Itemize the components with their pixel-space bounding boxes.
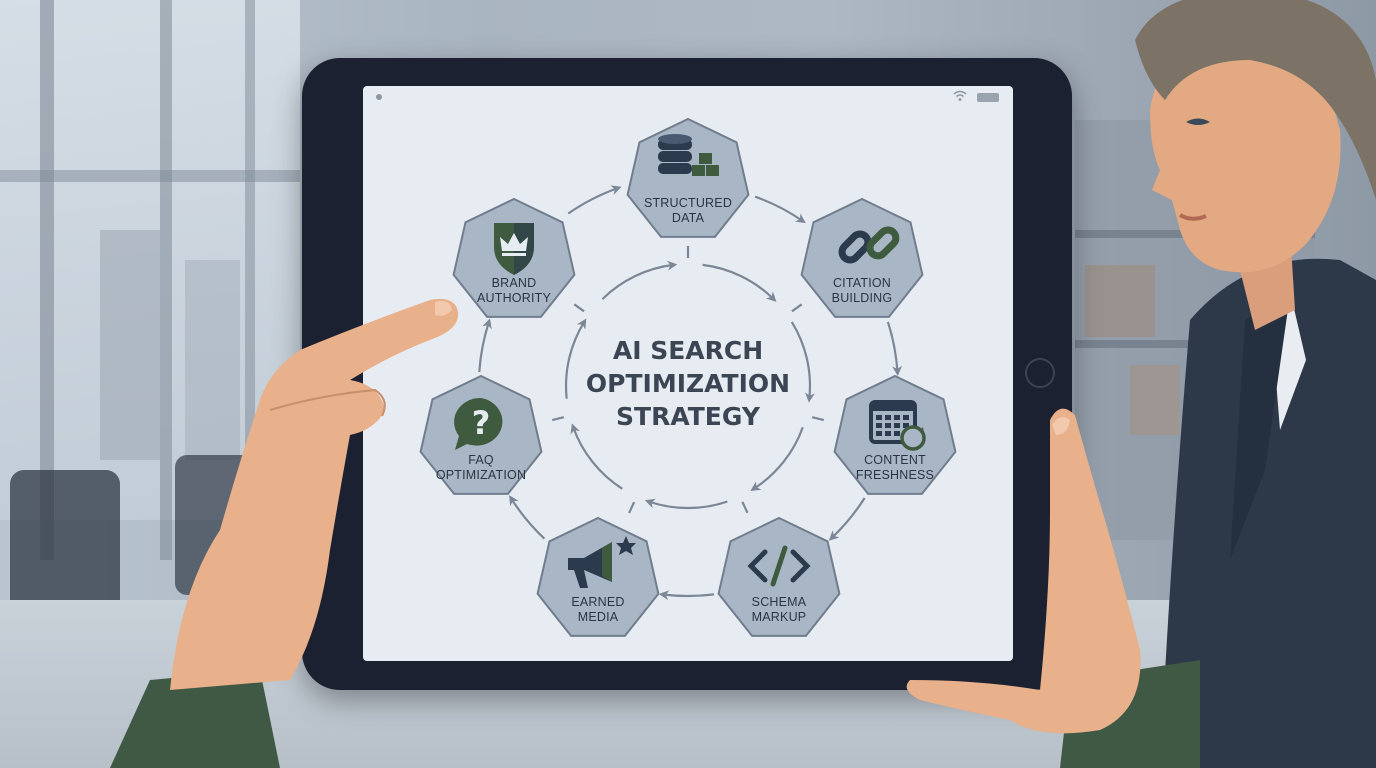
center-title-line-1: AI SEARCH <box>613 336 763 365</box>
code-icon <box>747 545 811 587</box>
node-shape <box>626 117 750 238</box>
node-connector <box>573 303 585 313</box>
node-connector <box>551 416 565 422</box>
node-connector <box>741 501 749 514</box>
left-nail <box>435 301 452 316</box>
node-label: CONTENT <box>864 453 926 467</box>
window-mullion <box>160 0 172 560</box>
tablet-home-button[interactable] <box>1025 358 1055 388</box>
node-connector <box>791 303 803 313</box>
window-mullion <box>245 0 255 560</box>
person-hair <box>1135 0 1376 200</box>
person-lips <box>1178 213 1207 221</box>
inner-cycle-arrow <box>790 321 815 403</box>
svg-text:?: ? <box>472 404 491 442</box>
cycle-arrow <box>754 195 806 224</box>
node-label: STRUCTURED <box>644 196 732 210</box>
city-building <box>100 230 160 460</box>
inner-cycle-arrow <box>601 260 678 300</box>
node-connector <box>628 501 636 514</box>
person-illustration <box>1135 0 1376 768</box>
person-suit <box>1160 258 1376 768</box>
inner-cycle-arrow <box>564 318 587 399</box>
node-label: AUTHORITY <box>477 291 551 305</box>
inner-cycle-arrow <box>570 423 623 490</box>
left-thumb <box>269 388 386 417</box>
node-label: BUILDING <box>832 291 893 305</box>
cycle-arrow <box>478 318 492 373</box>
window-crossbar <box>0 170 300 182</box>
battery-icon <box>977 93 999 102</box>
node-label: MEDIA <box>578 610 619 624</box>
node-label: FRESHNESS <box>856 468 934 482</box>
status-bar <box>363 86 1013 108</box>
center-title-line-2: OPTIMIZATION <box>586 369 790 398</box>
node-label: EARNED <box>571 595 624 609</box>
wifi-icon <box>953 90 967 101</box>
center-title-line-3: STRATEGY <box>616 402 761 431</box>
person-lapel <box>1230 295 1290 560</box>
database-icon <box>658 134 719 176</box>
cycle-arrow <box>509 495 546 540</box>
inner-cycle-arrow <box>644 498 728 510</box>
node-label: CITATION <box>833 276 891 290</box>
megaphone-icon <box>568 536 636 588</box>
node-label: MARKUP <box>752 610 807 624</box>
link-icon <box>838 226 900 264</box>
window-mullion <box>40 0 54 560</box>
person-face <box>1150 40 1341 273</box>
node-label: OPTIMIZATION <box>436 468 526 482</box>
right-hand-illustration <box>906 408 1200 768</box>
person-eye <box>1186 118 1210 125</box>
inner-cycle-arrow <box>702 263 777 302</box>
left-hand <box>170 298 459 690</box>
arrows-layer <box>478 185 903 601</box>
cycle-arrow <box>567 185 622 215</box>
inner-cycle-arrow <box>750 426 804 491</box>
city-building <box>185 260 240 460</box>
books <box>1130 365 1180 435</box>
books <box>1085 265 1155 337</box>
node-label: FAQ <box>468 453 494 467</box>
node-label: SCHEMA <box>752 595 807 609</box>
cycle-arrow <box>886 321 903 376</box>
question-bubble-icon: ? <box>454 397 503 450</box>
camera-dot-icon <box>376 94 382 100</box>
node-label: BRAND <box>492 276 537 290</box>
cycle-arrow <box>658 590 715 601</box>
right-hand <box>906 408 1141 734</box>
shield-crown-icon <box>494 223 534 275</box>
calendar-refresh-icon <box>869 400 926 451</box>
office-chair <box>10 470 120 620</box>
left-sleeve <box>110 670 280 768</box>
right-nail <box>1052 416 1070 435</box>
cycle-arrow <box>828 497 866 541</box>
node-label: DATA <box>672 211 705 225</box>
left-hand-illustration <box>110 298 459 768</box>
center-title: AI SEARCH OPTIMIZATION STRATEGY <box>586 336 790 431</box>
node-shape <box>717 516 841 637</box>
node-connector <box>811 416 825 422</box>
